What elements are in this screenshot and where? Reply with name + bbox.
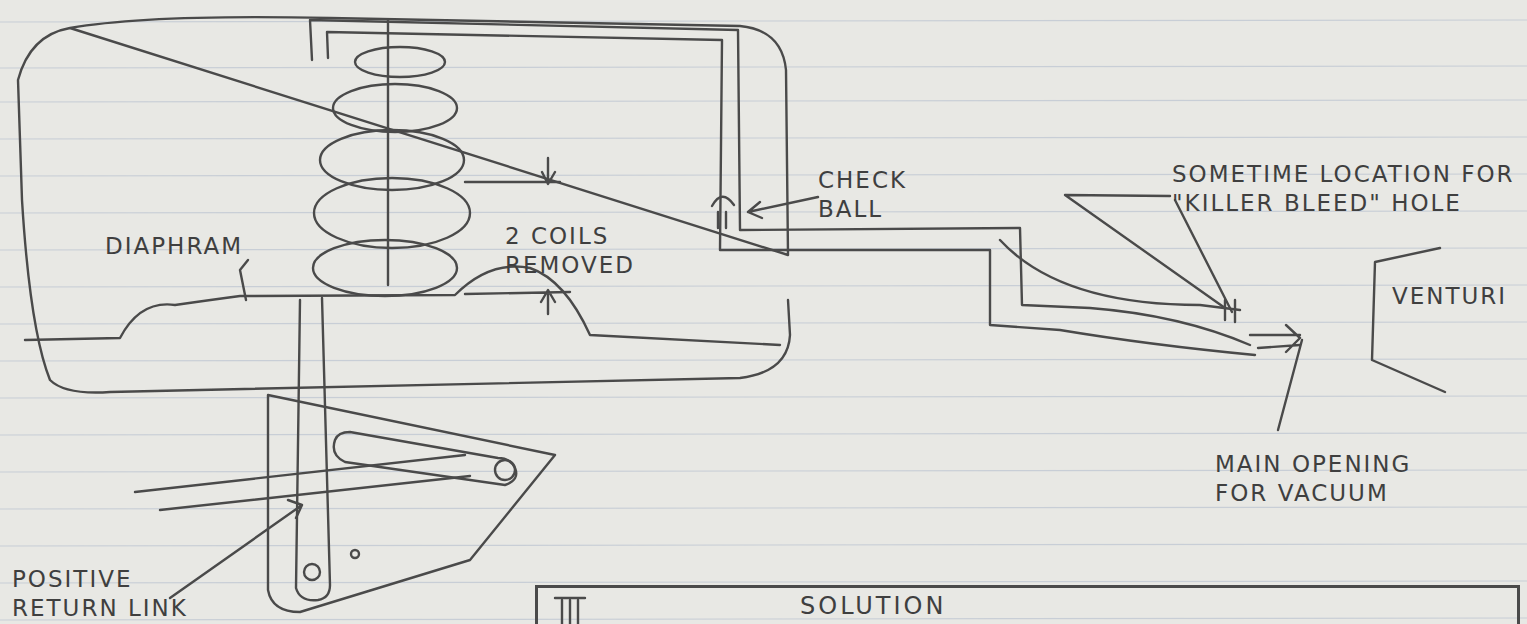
part-label: POSITIVE RETURN LINK <box>12 565 212 623</box>
diaphragm <box>25 267 780 345</box>
pump-housing <box>18 17 790 392</box>
leader-line <box>170 500 302 598</box>
leader-line <box>240 260 248 300</box>
solution-box: SOLUTION <box>535 585 1520 624</box>
passage-inner <box>327 32 1255 355</box>
part-label: DIAPHRAM <box>105 232 325 261</box>
spring-coil <box>313 240 457 296</box>
removed-coils-arrow <box>465 290 570 314</box>
spring-coil <box>314 178 470 248</box>
leader-line <box>748 197 818 218</box>
pump-rod <box>296 298 330 600</box>
removed-coils-arrow <box>465 158 560 184</box>
passage-outer <box>310 20 1250 345</box>
venturi-bracket <box>1372 248 1445 392</box>
passage-upper <box>1000 240 1240 310</box>
slot-pin <box>495 460 515 480</box>
check-ball <box>712 197 734 228</box>
part-label: 2 COILS REMOVED <box>505 222 655 280</box>
part-label: MAIN OPENING FOR VACUUM <box>1215 450 1455 508</box>
ruled-lines <box>0 20 1527 620</box>
part-label: CHECK BALL <box>818 166 938 224</box>
plate-pivot <box>351 550 359 558</box>
leader-line <box>1278 340 1302 430</box>
positive-return-link <box>135 455 470 510</box>
spring-coil <box>320 130 464 190</box>
spring-coil <box>355 47 445 77</box>
part-label: SOMETIME LOCATION FOR "KILLER BLEED" HOL… <box>1172 160 1522 218</box>
spring-axis <box>387 20 389 285</box>
box-heading: SOLUTION <box>800 592 946 620</box>
main-opening <box>1250 325 1300 352</box>
solution-mark <box>555 598 585 624</box>
part-label: VENTURI <box>1392 282 1522 311</box>
spring-coil <box>333 84 457 132</box>
link-plate <box>268 395 555 612</box>
rod-pivot <box>304 564 320 580</box>
